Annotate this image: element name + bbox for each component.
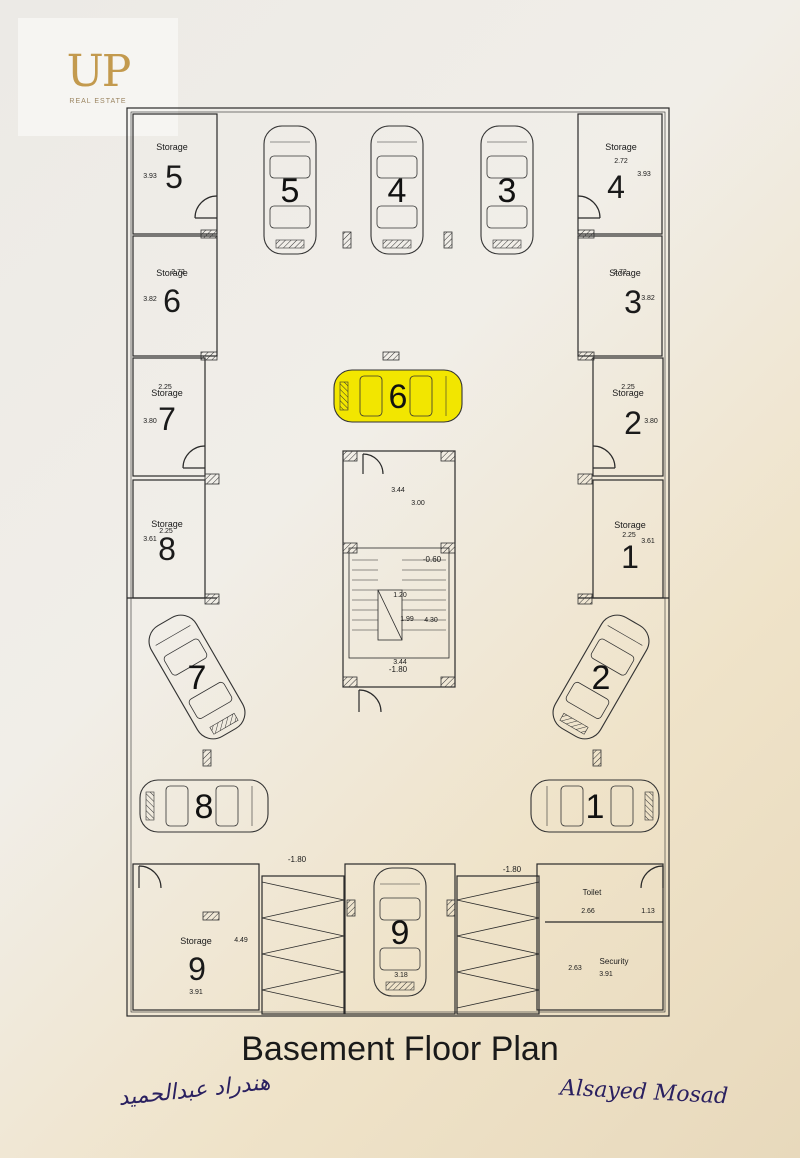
storage-number: 4	[607, 169, 625, 205]
storage-dimension: 2.25	[621, 384, 635, 391]
storage-label: Storage	[614, 520, 646, 530]
car-number: 9	[391, 914, 410, 952]
car-number: 1	[586, 788, 605, 826]
storage-label: Storage	[156, 142, 188, 152]
car-number: 5	[281, 172, 300, 210]
storage-number: 9	[188, 951, 206, 987]
level-marker: -1.80	[503, 865, 522, 874]
parking-spaces: 5 4 3 6 7 2 8 1 9	[139, 125, 660, 997]
plan-title: Basement Floor Plan	[241, 1030, 559, 1068]
column-markers	[200, 229, 602, 921]
level-marker: -1.80	[288, 855, 307, 864]
car-number: 8	[195, 788, 214, 826]
storage-dimension: 2.25	[158, 384, 172, 391]
storage-label: Storage	[612, 388, 644, 398]
storage-label: Storage	[609, 268, 641, 278]
car-number: 2	[592, 659, 611, 697]
car-8: 8	[139, 779, 269, 833]
car-9: 9	[373, 867, 427, 997]
core-dimension: 3.00	[411, 500, 425, 507]
storage-dimension: 4.49	[234, 937, 248, 944]
storage-dimension: 2.72	[614, 158, 628, 165]
storage-number: 1	[621, 539, 639, 575]
car-7: 7	[148, 614, 246, 740]
logo-subtitle: REAL ESTATE	[69, 97, 127, 105]
company-logo: UP REAL ESTATE	[18, 18, 178, 136]
security-dimension: 2.63	[568, 965, 582, 972]
toilet-label: Toilet	[583, 888, 602, 897]
car-4: 4	[370, 125, 424, 255]
stair-dimension: 1.20	[393, 592, 407, 599]
car-number: 6	[389, 378, 408, 416]
storage-dimension: 3.82	[143, 296, 157, 303]
car-number: 3	[498, 172, 517, 210]
storage-dimension: 3.61	[641, 538, 655, 545]
storage-dimension: 3.91	[189, 989, 203, 996]
storage-dimension: 3.93	[637, 171, 651, 178]
logo-mark: UP	[66, 45, 132, 97]
walls	[126, 107, 670, 1017]
storage-dimension: 2.25	[622, 532, 636, 539]
storage-number: 6	[163, 283, 181, 319]
storage-dimension: 2.72	[613, 269, 627, 276]
car-5: 5	[263, 125, 317, 255]
storage-number: 2	[624, 405, 642, 441]
core-dimension: 3.44	[393, 659, 407, 666]
storage-number: 3	[624, 284, 642, 320]
storage-number: 7	[158, 401, 176, 437]
plan-labels: Storage53.93Storage63.822.72Storage73.80…	[143, 142, 658, 996]
storage-label: Storage	[151, 519, 183, 529]
level-marker: -0.60	[423, 555, 442, 564]
storage-label: Storage	[605, 142, 637, 152]
car-2: 2	[552, 614, 650, 740]
storage-dimension: 3.93	[143, 173, 157, 180]
car-number: 4	[388, 172, 407, 210]
car-number: 7	[188, 659, 207, 697]
storage-dimension: 3.80	[644, 418, 658, 425]
car-1: 1	[530, 779, 660, 833]
level-marker: -1.80	[389, 665, 408, 674]
storage-dimension: 2.25	[159, 528, 173, 535]
stair-dimension: 1.99	[400, 616, 414, 623]
storage-label: Storage	[151, 388, 183, 398]
storage-number: 8	[158, 531, 176, 567]
stair-dimension: 4.30	[424, 617, 438, 624]
storage-dimension: 3.82	[641, 295, 655, 302]
storage-number: 5	[165, 159, 183, 195]
car-3: 3	[480, 125, 534, 255]
storage-dimension: 3.80	[143, 418, 157, 425]
core-dimension: 3.44	[391, 487, 405, 494]
storage-label: Storage	[156, 268, 188, 278]
toilet-dimension: 2.66	[581, 908, 595, 915]
ramp-dimension: 3.18	[394, 972, 408, 979]
car-6: 6	[333, 369, 463, 423]
security-label: Security	[600, 957, 629, 966]
toilet-dimension: 1.13	[641, 908, 655, 915]
storage-dimension: 3.61	[143, 536, 157, 543]
security-dimension: 3.91	[599, 971, 613, 978]
storage-dimension: 2.72	[171, 269, 185, 276]
storage-label: Storage	[180, 936, 212, 946]
